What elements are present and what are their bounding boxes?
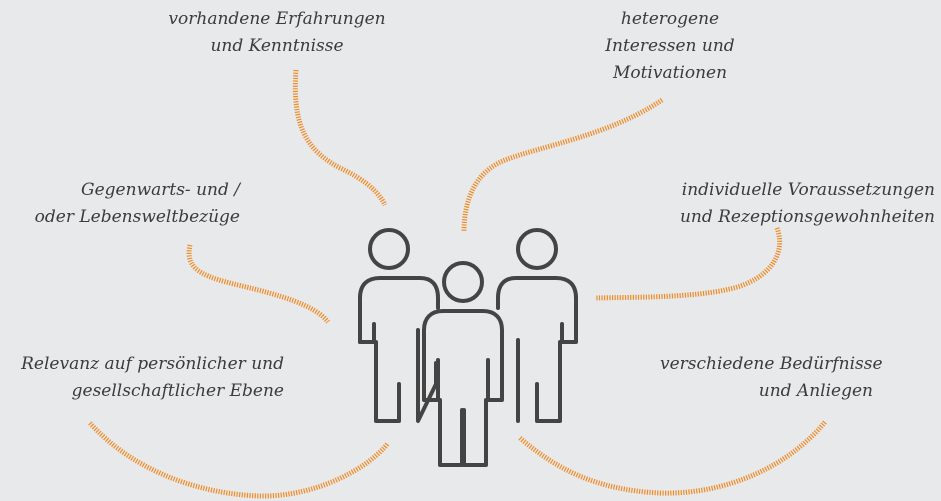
label-mid-left-line-2: oder Lebensweltbezüge (34, 207, 240, 227)
label-bottom-right: verschiedene Bedürfnisse und Anliegen (660, 351, 883, 405)
label-top-right-line-3: Motivationen (612, 63, 728, 83)
label-top-right: heterogene Interessen und Motivationen (560, 6, 780, 87)
label-top-right-line-1: heterogene (620, 9, 720, 29)
label-bottom-right-line-1: verschiedene Bedürfnisse (660, 354, 883, 374)
connector-top-left (292, 69, 388, 207)
person-right-icon (496, 228, 578, 423)
connector-top-right (461, 97, 664, 233)
label-bottom-left-line-2: gesellschaftlicher Ebene (71, 381, 284, 401)
label-top-right-line-2: Interessen und (605, 36, 735, 56)
group-of-people-icon (358, 228, 578, 467)
label-mid-left-line-1: Gegenwarts- und / (81, 180, 240, 200)
person-center-icon (422, 261, 504, 467)
label-top-left-line-2: und Kenntnisse (210, 36, 344, 56)
label-mid-left: Gegenwarts- und / oder Lebensweltbezüge (10, 177, 240, 231)
label-mid-right-line-1: individuelle Voraussetzungen (681, 180, 935, 200)
connector-bottom-left (88, 421, 391, 499)
label-bottom-right-line-2: und Anliegen (758, 381, 873, 401)
label-mid-right: individuelle Voraussetzungen und Rezepti… (630, 177, 935, 231)
label-top-left: vorhandene Erfahrungen und Kenntnisse (157, 6, 397, 60)
label-top-left-line-1: vorhandene Erfahrungen (168, 9, 386, 29)
label-bottom-left: Relevanz auf persönlicher und gesellscha… (4, 351, 284, 405)
connector-bottom-right (518, 420, 827, 496)
label-bottom-left-line-1: Relevanz auf persönlicher und (21, 354, 284, 374)
connector-mid-left (186, 244, 330, 324)
connectors (88, 69, 827, 499)
connector-mid-right (595, 227, 783, 301)
label-mid-right-line-2: und Rezeptionsgewohnheiten (679, 207, 935, 227)
